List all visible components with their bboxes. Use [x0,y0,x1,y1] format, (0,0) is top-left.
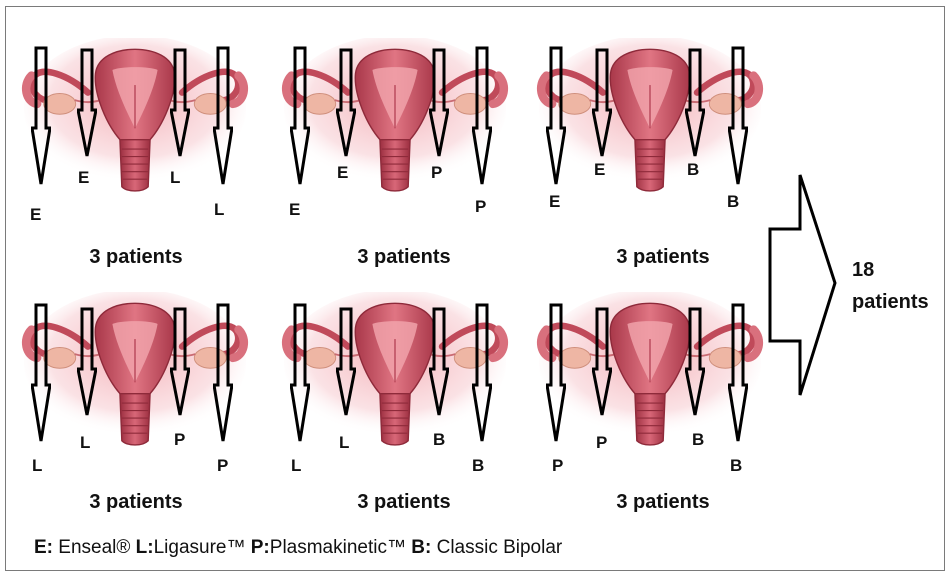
probe-label: E [594,160,605,179]
uterus-illustration [539,35,761,191]
group-3: E E B B 3 patients [539,35,761,268]
probe-label: L [339,433,349,452]
probe-label: B [472,456,484,475]
probe-label: P [475,197,486,216]
group-6: P P B B 3 patients [539,289,761,513]
probe-label: B [692,430,704,449]
probe-label: E [549,192,560,211]
probe-label: B [433,430,445,449]
uterus-illustration [539,289,761,445]
probe-label: L [291,456,301,475]
legend-key-enseal: E: [34,537,53,558]
probe-label: B [727,192,739,211]
probe-label: P [431,163,442,182]
probe-label: P [552,456,563,475]
total-unit: patients [852,291,929,313]
uterus-illustration [24,35,246,191]
probe-label: P [217,456,228,475]
probe-label: P [596,433,607,452]
legend-key-bipolar: B: [406,537,431,558]
group-caption: 3 patients [357,246,450,268]
probe-label: E [30,205,41,224]
probe-label: L [214,200,224,219]
probe-label: B [687,160,699,179]
probe-label: L [80,433,90,452]
group-4: L L P P 3 patients [24,289,246,513]
group-caption: 3 patients [89,246,182,268]
group-caption: 3 patients [89,491,182,513]
uterus-illustration [24,289,246,445]
probe-label: L [170,168,180,187]
probe-label: E [337,163,348,182]
probe-label: P [174,430,185,449]
legend-text-ligasure: Ligasure™ [154,537,246,558]
group-caption: 3 patients [616,246,709,268]
legend-key-plasmakinetic: P: [245,537,269,558]
group-5: L L B B 3 patients [284,289,506,513]
group-caption: 3 patients [616,491,709,513]
group-1: E E L L 3 patients [24,35,246,268]
uterus-illustration [284,35,506,191]
group-caption: 3 patients [357,491,450,513]
legend-text-bipolar: Classic Bipolar [431,537,562,558]
legend: E: Enseal® L:Ligasure™ P:Plasmakinetic™ … [34,537,562,559]
uterus-illustration [284,289,506,445]
total-count: 18 [852,259,874,281]
probe-label: L [32,456,42,475]
total-arrow [770,175,835,395]
probe-label: B [730,456,742,475]
legend-text-plasmakinetic: Plasmakinetic™ [270,537,406,558]
legend-key-ligasure: L: [130,537,153,558]
legend-text-enseal: Enseal® [53,537,130,558]
probe-label: E [78,168,89,187]
group-2: E E P P 3 patients [284,35,506,268]
probe-label: E [289,200,300,219]
